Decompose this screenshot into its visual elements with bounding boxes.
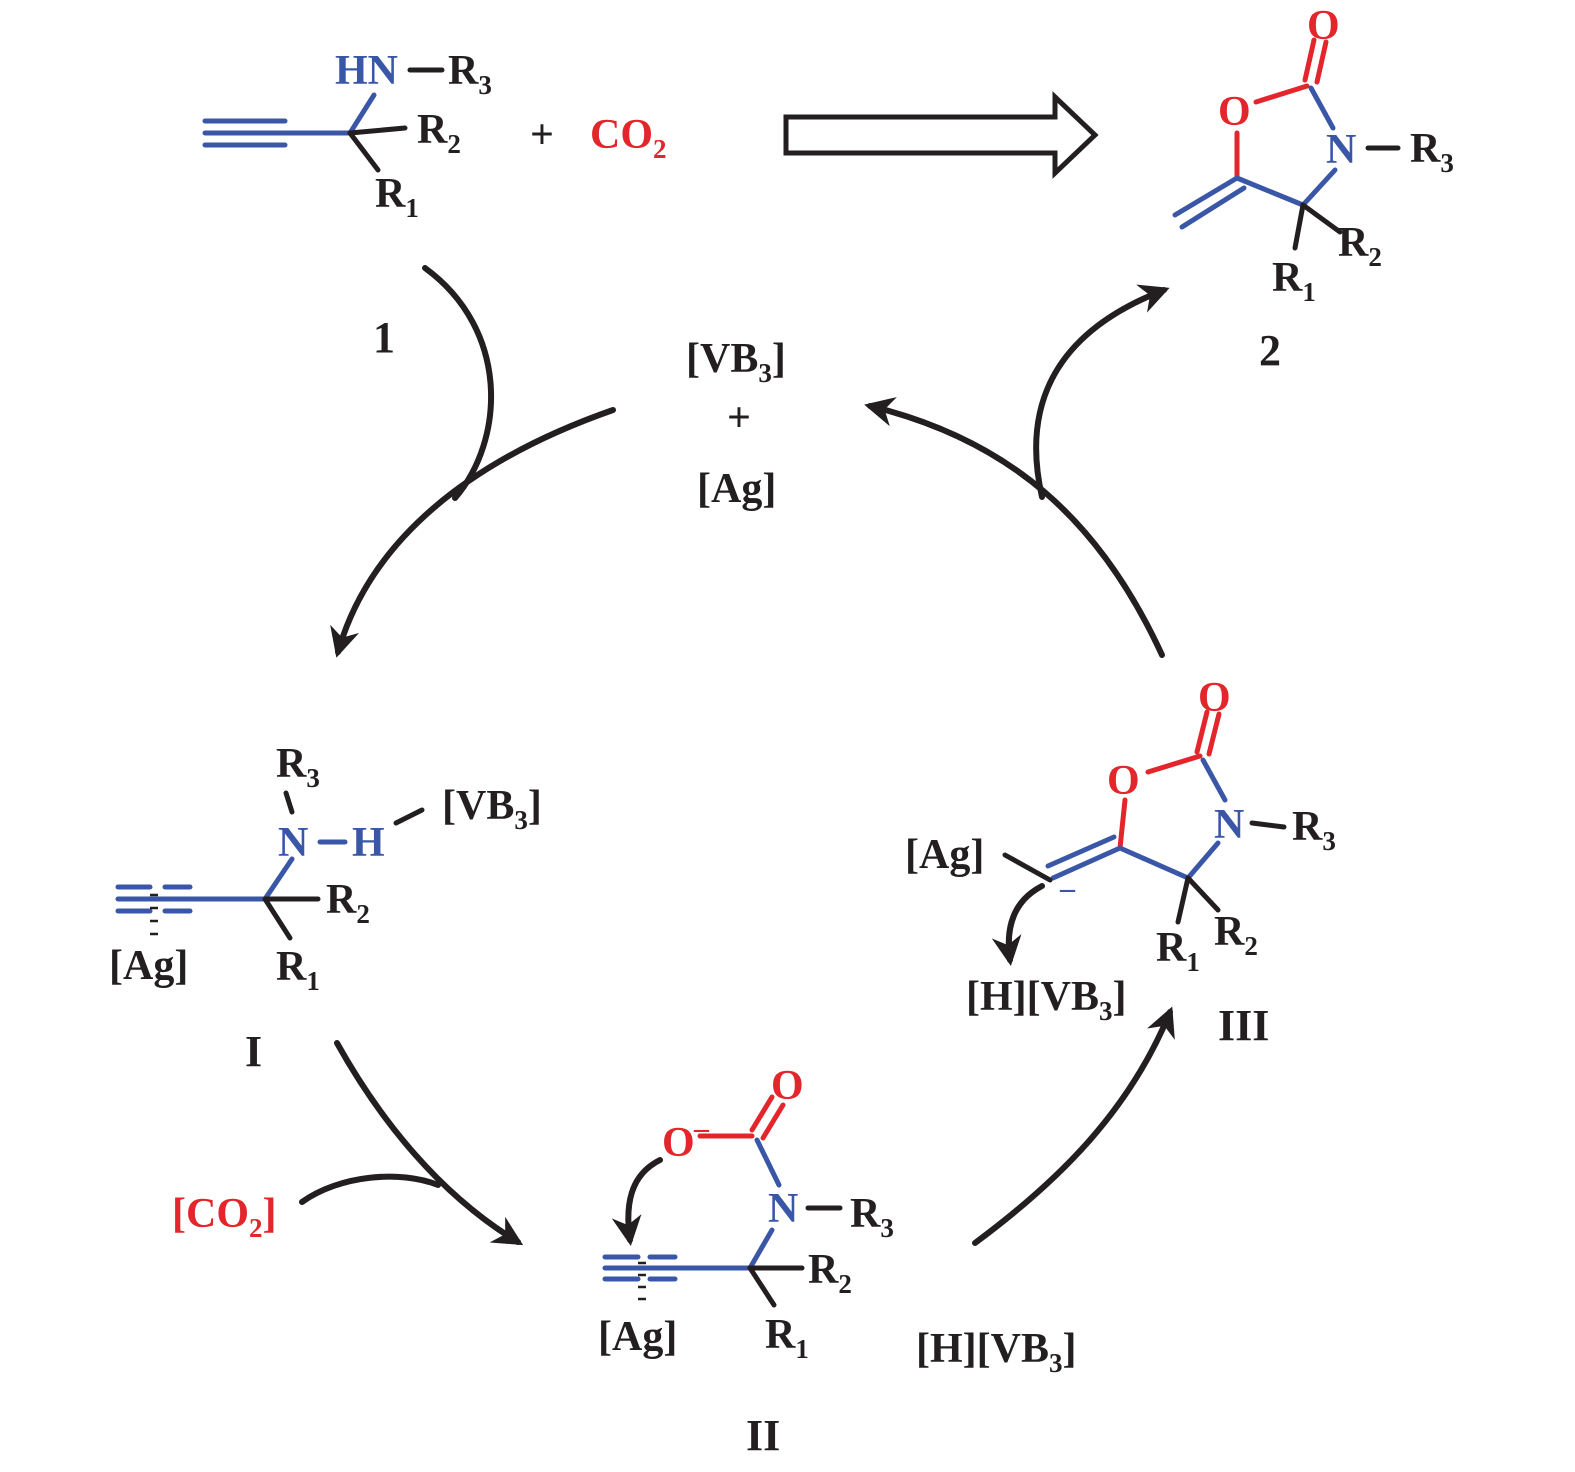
r3-label: R3 (1292, 804, 1336, 856)
arrow-product-out (1033, 284, 1170, 500)
intermediate-II: O O – N R3 R2 [Ag] R1 (598, 1063, 894, 1364)
r3-label: R3 (276, 741, 320, 793)
co2-bracket-reagent: [CO2] (172, 1191, 277, 1243)
r2-label: R2 (808, 1247, 852, 1299)
label-intermediate-II: II (746, 1411, 780, 1460)
ring-n: N (1214, 802, 1244, 848)
arrow-catalyst-to-I (330, 407, 616, 658)
carbonyl-o: O (1307, 3, 1340, 49)
r1-label: R1 (1272, 255, 1316, 307)
r2-label: R2 (1214, 909, 1258, 961)
hvb3-right: [H][VB3] (966, 974, 1127, 1026)
arrow-alkoxide-attack (611, 1157, 663, 1246)
ag-label: [Ag] (109, 943, 188, 989)
label-compound-1: 1 (373, 313, 395, 362)
r2-label: R2 (417, 107, 461, 159)
ag-catalyst: [Ag] (697, 466, 776, 512)
r3-label: R3 (448, 48, 492, 100)
reaction-arrow (783, 91, 1099, 179)
hvb3-bottom: [H][VB3] (916, 1326, 1077, 1378)
label-intermediate-I: I (245, 1027, 262, 1076)
catalyst-system: [VB3] + [Ag] (686, 336, 786, 512)
co2-reagent: CO2 (590, 112, 667, 164)
product-oxazolidinone: O O N R3 R2 R1 (1172, 3, 1454, 307)
negative-charge: – (693, 1112, 710, 1145)
ring-o: O (1107, 758, 1140, 804)
amine-n: N (278, 820, 308, 866)
arrow-I-to-II (334, 1040, 524, 1246)
reactant-propargylamine: HN R3 R2 R1 (202, 48, 492, 223)
r1-label: R1 (765, 1312, 809, 1364)
ring-n: N (1326, 127, 1356, 173)
label-intermediate-III: III (1218, 1001, 1269, 1050)
alkoxide-o: O (662, 1120, 695, 1166)
arrow-protonation (991, 883, 1045, 966)
amine-h: H (352, 820, 385, 866)
label-compound-2: 2 (1259, 326, 1281, 375)
carbonyl-o: O (1198, 675, 1231, 721)
intermediate-III: O O N R3 [Ag] – R2 R1 [H][VB3] (905, 675, 1336, 1026)
r3-label: R3 (1410, 126, 1454, 178)
r1-label: R1 (375, 171, 419, 223)
hn-label: HN (335, 48, 398, 94)
carbonyl-o: O (771, 1063, 804, 1109)
ring-o: O (1218, 89, 1251, 135)
ag-label: [Ag] (905, 832, 984, 878)
r3-label: R3 (850, 1191, 894, 1243)
plus-sign: + (530, 112, 554, 158)
arrow-II-to-III (972, 1006, 1175, 1246)
carbanion-charge: – (1059, 872, 1076, 905)
intermediate-I: R3 N H [VB3] R2 [Ag] R1 (109, 741, 542, 996)
arrow-III-to-catalyst (864, 397, 1165, 658)
r2-label: R2 (326, 877, 370, 929)
r2-label: R2 (1338, 220, 1382, 272)
r1-label: R1 (1156, 925, 1200, 977)
arrow-co2-in (299, 1173, 441, 1205)
arrow-substrate-in (422, 265, 495, 501)
ag-label: [Ag] (598, 1314, 677, 1360)
carbamate-n: N (768, 1186, 798, 1232)
catalyst-plus: + (727, 395, 751, 441)
vb3-catalyst: [VB3] (686, 336, 786, 388)
vb3-label: [VB3] (442, 783, 542, 835)
r1-label: R1 (276, 944, 320, 996)
